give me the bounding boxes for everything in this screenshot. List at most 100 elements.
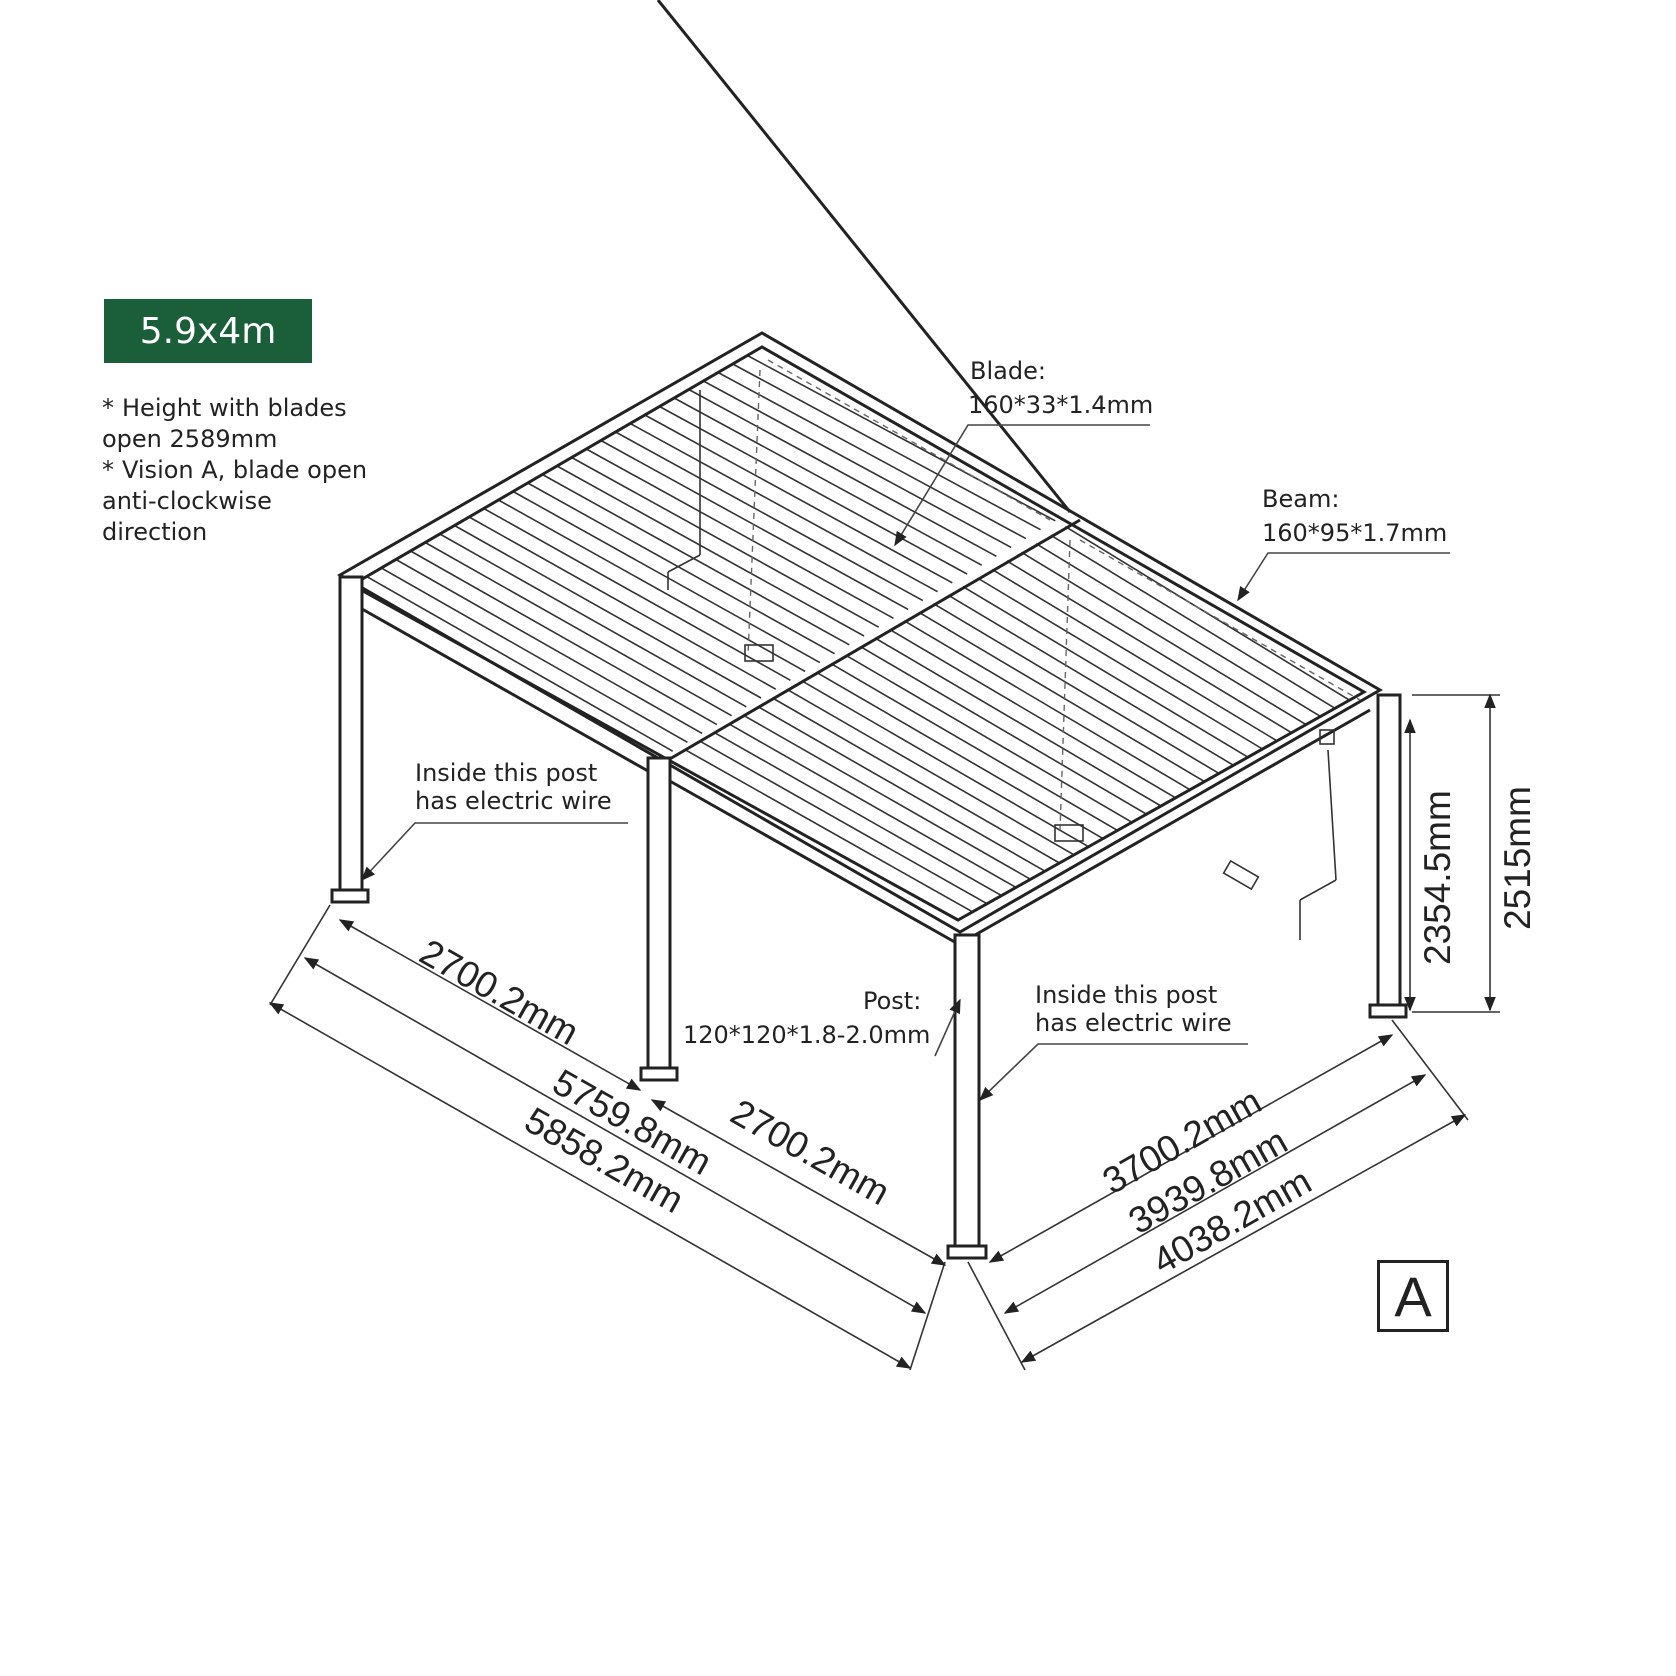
beam-inner-outline <box>348 345 1368 922</box>
beam-callout-title: Beam: <box>1262 485 1340 513</box>
note-height-line2: open 2589mm <box>102 425 278 453</box>
louvre-blade <box>889 628 1176 799</box>
blade-callout-title: Blade: <box>970 357 1046 385</box>
louvre-blades-left <box>366 354 1056 752</box>
louvre-blade <box>395 558 703 735</box>
louvre-blade <box>541 473 850 646</box>
louvre-blade <box>673 397 983 566</box>
louvre-blade <box>498 499 806 673</box>
center-beam-edge <box>667 518 1081 762</box>
louvre-blade <box>698 740 988 905</box>
louvre-blade <box>713 731 1002 897</box>
size-badge: 5.9x4m <box>104 299 312 363</box>
louvre-blade <box>830 663 1118 832</box>
louvre-blade <box>629 422 938 593</box>
wire-left-line2: has electric wire <box>415 787 612 815</box>
louvre-blade <box>1021 551 1307 726</box>
louvre-blade <box>703 380 1012 549</box>
louvre-blade <box>483 507 791 681</box>
post-callout-title: Post: <box>863 987 922 1015</box>
louvre-blade <box>772 697 1060 864</box>
note-bullet: * <box>102 456 114 484</box>
beam-callout-spec: 160*95*1.7mm <box>1262 519 1448 547</box>
post-middle-front <box>639 756 679 1082</box>
note-vision-line3: direction <box>102 518 208 546</box>
center-beam <box>656 0 1072 513</box>
note-bullet: * <box>102 394 114 422</box>
louvre-blade <box>728 723 1017 889</box>
front-beam-bottom-right <box>667 778 961 947</box>
louvre-blade <box>527 482 835 655</box>
note-height-line1: Height with blades <box>122 394 347 422</box>
post-right-back <box>1368 693 1408 1019</box>
beam-leader <box>1237 552 1450 602</box>
spec-notes: * Height with blades open 2589mm * Vision … <box>102 393 367 548</box>
louvre-blade <box>732 363 1041 531</box>
louvre-blade <box>644 414 953 584</box>
post-front-corner <box>946 933 988 1260</box>
dim-span-right: 2700.2mm <box>724 1091 896 1213</box>
louvre-blade <box>991 568 1278 742</box>
note-height: * Height with blades open 2589mm <box>102 393 367 455</box>
note-vision-line1: Vision A, blade open <box>122 456 368 484</box>
louvre-blade <box>366 575 674 752</box>
louvre-blade <box>1050 534 1336 709</box>
louvre-blade <box>816 671 1104 840</box>
note-vision: * Vision A, blade open anti-clockwise dir… <box>102 455 367 548</box>
louvre-blade <box>410 550 718 726</box>
right-beam-bottom <box>974 708 1371 937</box>
louvre-blade <box>903 620 1191 791</box>
louvre-blade <box>556 465 865 637</box>
wire-left-line1: Inside this post <box>415 759 598 787</box>
louvre-blade <box>659 405 968 575</box>
front-beam-bottom-left <box>354 603 656 777</box>
louvre-blade <box>684 748 973 913</box>
blade-leader <box>894 424 1150 547</box>
louvre-blade <box>786 688 1075 856</box>
dimension-lines <box>268 693 1500 1371</box>
louvre-blades-right <box>684 525 1350 913</box>
louvre-blade <box>468 516 777 690</box>
louvre-blade <box>801 680 1089 848</box>
dim-height-inner: 2354.5mm <box>1417 790 1458 965</box>
louvre-blade <box>600 439 909 611</box>
louvre-blade <box>454 524 762 699</box>
louvre-blade <box>977 577 1263 750</box>
wire-right-line1: Inside this post <box>1035 981 1218 1009</box>
post-leader <box>934 998 961 1057</box>
louvre-blade <box>859 645 1147 815</box>
louvre-blade <box>380 567 688 743</box>
dim-height-outer: 2515mm <box>1497 786 1538 930</box>
louvre-blade <box>717 371 1027 540</box>
louvre-blade <box>874 637 1162 807</box>
dim-outer-length-line <box>268 1002 912 1369</box>
louvre-blade <box>918 611 1205 783</box>
louvre-blade <box>512 490 821 664</box>
roof-frame <box>336 0 1384 947</box>
louvre-blade <box>688 388 997 557</box>
louvre-blade <box>933 603 1220 775</box>
wire-right-leader <box>978 1043 1248 1102</box>
blade-callout-spec: 160*33*1.4mm <box>968 391 1154 419</box>
post-back-left <box>330 575 370 904</box>
louvre-blade <box>615 431 924 602</box>
beam-outer-outline <box>336 331 1384 934</box>
louvre-blade <box>1035 543 1321 718</box>
louvre-blade <box>585 448 894 619</box>
louvre-blade <box>1006 560 1292 734</box>
dim-width-outer-line <box>1020 1114 1467 1363</box>
louvre-blade <box>424 541 732 717</box>
louvre-blade <box>845 654 1133 823</box>
note-vision-line2: anti-clockwise <box>102 487 272 515</box>
louvre-blade <box>746 354 1056 522</box>
louvre-blade <box>439 533 747 708</box>
motor-details <box>667 390 1337 940</box>
louvre-blade <box>757 705 1046 872</box>
louvre-blade <box>571 456 880 628</box>
louvre-blade <box>742 714 1031 880</box>
post-callout-spec: 120*120*1.8-2.0mm <box>683 1021 931 1049</box>
wire-left-leader <box>361 822 628 882</box>
louvre-blade <box>947 594 1234 766</box>
wire-right-line2: has electric wire <box>1035 1009 1232 1037</box>
